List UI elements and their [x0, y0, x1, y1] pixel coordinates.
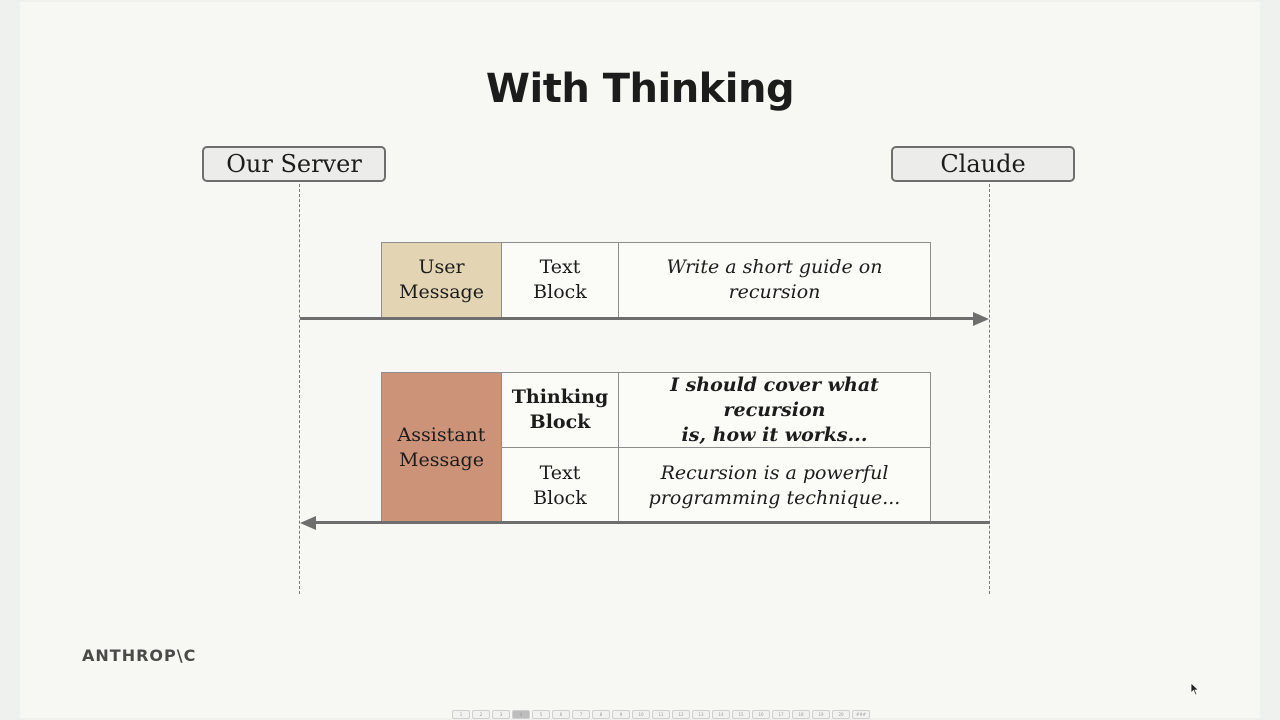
assistant-text-block-type: Text Block	[501, 447, 619, 524]
request-arrow-line	[300, 317, 974, 320]
pager-page-1[interactable]: 1	[452, 710, 470, 719]
thinking-block-type: Thinking Block	[501, 372, 619, 448]
assistant-text-block-content-line1: Recursion is a powerful	[660, 461, 889, 484]
request-arrowhead-icon	[973, 311, 989, 326]
assistant-text-block-content: Recursion is a powerful programming tech…	[618, 447, 931, 524]
pager-page-9[interactable]: 9	[612, 710, 630, 719]
actor-claude: Claude	[891, 146, 1075, 182]
anthropic-logo: ANTHROP\C	[82, 646, 197, 665]
pager-page-8[interactable]: 8	[592, 710, 610, 719]
thinking-block-type-line1: Thinking	[511, 386, 609, 408]
actor-our-server: Our Server	[202, 146, 386, 182]
pager-page-21[interactable]: ###	[852, 710, 870, 719]
pager-page-4[interactable]: 4	[512, 710, 530, 719]
assistant-text-block-content-line2: programming technique...	[648, 486, 901, 509]
user-text-block-type-line1: Text	[539, 256, 581, 278]
pager-page-17[interactable]: 17	[772, 710, 790, 719]
actor-claude-label: Claude	[940, 150, 1026, 178]
pager-page-18[interactable]: 18	[792, 710, 810, 719]
assistant-message-role-line1: Assistant	[397, 424, 486, 446]
user-message-role: User Message	[381, 242, 502, 318]
user-message-role-line2: Message	[399, 281, 484, 303]
pager-page-5[interactable]: 5	[532, 710, 550, 719]
assistant-message-role-line2: Message	[399, 449, 484, 471]
pager-page-6[interactable]: 6	[552, 710, 570, 719]
pager-page-12[interactable]: 12	[672, 710, 690, 719]
pager-page-16[interactable]: 16	[752, 710, 770, 719]
assistant-message-role: Assistant Message	[381, 372, 502, 524]
thinking-block-type-line2: Block	[529, 411, 591, 433]
response-arrowhead-icon	[300, 515, 316, 530]
assistant-text-block-type-line1: Text	[539, 461, 581, 484]
pager-page-20[interactable]: 20	[832, 710, 850, 719]
actor-our-server-label: Our Server	[226, 150, 362, 178]
pager-page-19[interactable]: 19	[812, 710, 830, 719]
response-arrow-line	[316, 521, 990, 524]
lifeline-claude	[989, 184, 990, 594]
pager-page-11[interactable]: 11	[652, 710, 670, 719]
thinking-block-content-line1: I should cover what recursion	[670, 373, 879, 421]
pager-page-15[interactable]: 15	[732, 710, 750, 719]
user-text-block-type: Text Block	[501, 242, 619, 318]
pager-page-14[interactable]: 14	[712, 710, 730, 719]
pager-page-2[interactable]: 2	[472, 710, 490, 719]
user-text-block-content-line2: recursion	[728, 281, 821, 303]
user-text-block-content: Write a short guide on recursion	[618, 242, 931, 318]
slide-title: With Thinking	[485, 66, 795, 112]
user-message-role-line1: User	[418, 256, 465, 278]
slide: With Thinking Our Server Claude User Mes…	[20, 2, 1260, 719]
thinking-block-content: I should cover what recursion is, how it…	[618, 372, 931, 448]
lifeline-our-server	[299, 184, 300, 594]
user-text-block-content-line1: Write a short guide on	[666, 256, 883, 278]
assistant-text-block-type-line2: Block	[533, 486, 587, 509]
pager-page-10[interactable]: 10	[632, 710, 650, 719]
pager-page-7[interactable]: 7	[572, 710, 590, 719]
thinking-block-content-line2: is, how it works...	[681, 423, 868, 446]
pager-page-13[interactable]: 13	[692, 710, 710, 719]
user-text-block-type-line2: Block	[533, 281, 587, 303]
pager-page-3[interactable]: 3	[492, 710, 510, 719]
mouse-cursor-icon	[1190, 682, 1200, 696]
